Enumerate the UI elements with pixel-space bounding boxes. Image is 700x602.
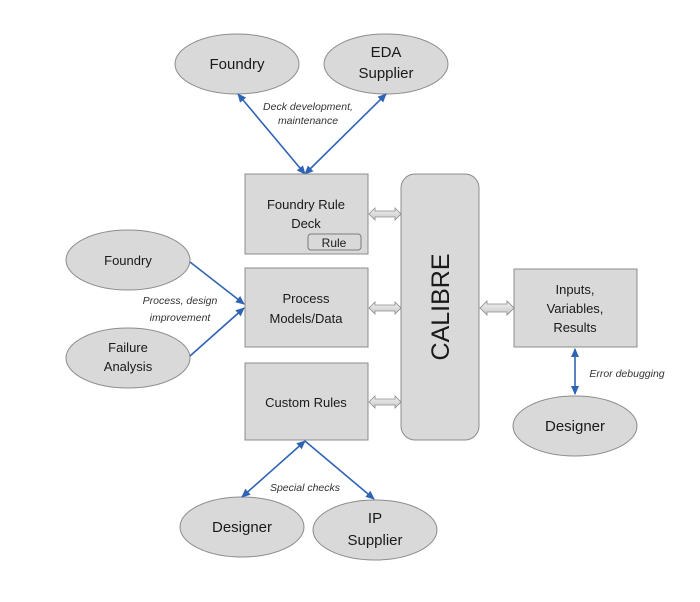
foundry-rule-deck-box: Foundry Rule Deck Rule — [244, 173, 369, 255]
process-design-annotation-line1: Process, design — [143, 295, 218, 307]
ip-supplier-line1: IP — [368, 510, 382, 527]
failure-analysis-line2: Analysis — [104, 359, 153, 374]
deck-development-annotation-line1: Deck development, — [263, 101, 353, 113]
failure-analysis-node: Failure Analysis — [65, 327, 191, 389]
failure-analysis-line1: Failure — [108, 340, 148, 355]
right-designer-node: Designer — [512, 395, 638, 457]
bottom-designer-label: Designer — [212, 519, 272, 536]
gray-connector-process-calibre — [368, 301, 402, 315]
inputs-line3: Results — [553, 320, 597, 335]
process-models-line1: Process — [283, 291, 330, 306]
inputs-line2: Variables, — [547, 301, 604, 316]
left-foundry-label: Foundry — [104, 253, 152, 268]
arrow-failure-to-process — [189, 307, 245, 357]
deck-development-annotation-line2: maintenance — [278, 115, 338, 127]
gray-connector-calibre-inputs — [479, 300, 515, 316]
process-models-line2: Models/Data — [270, 311, 344, 326]
custom-rules-label: Custom Rules — [265, 395, 347, 410]
gray-connector-deck-calibre — [368, 207, 402, 221]
custom-rules-box: Custom Rules — [244, 362, 369, 441]
ip-supplier-line2: Supplier — [347, 532, 402, 549]
calibre-label: CALIBRE — [427, 254, 455, 361]
arrow-eda-to-deck — [304, 93, 387, 175]
inputs-line1: Inputs, — [555, 282, 594, 297]
arrow-foundry-to-process — [189, 261, 245, 305]
top-foundry-node: Foundry — [174, 33, 300, 95]
inputs-variables-results-box: Inputs, Variables, Results — [513, 268, 638, 348]
special-checks-annotation: Special checks — [270, 482, 341, 494]
arrow-designer-custom — [241, 440, 306, 498]
ip-supplier-node: IP Supplier — [312, 499, 438, 561]
left-foundry-node: Foundry — [65, 229, 191, 291]
process-models-box: Process Models/Data — [244, 267, 369, 348]
calibre-box: CALIBRE — [400, 173, 480, 441]
eda-supplier-node: EDA Supplier — [323, 33, 449, 95]
process-design-annotation-line2: improvement — [150, 312, 212, 324]
arrow-custom-ip — [304, 440, 375, 500]
foundry-rule-deck-line2: Deck — [291, 216, 321, 231]
bottom-designer-node: Designer — [179, 496, 305, 558]
foundry-rule-deck-line1: Foundry Rule — [267, 197, 345, 212]
error-debugging-annotation: Error debugging — [589, 368, 664, 380]
eda-supplier-label-line2: Supplier — [358, 65, 413, 82]
rule-tag-label: Rule — [322, 236, 347, 250]
right-designer-label: Designer — [545, 418, 605, 435]
eda-supplier-label-line1: EDA — [371, 44, 402, 61]
gray-connector-custom-calibre — [368, 395, 402, 409]
rule-tag — [307, 233, 362, 251]
arrow-foundry-to-deck — [237, 93, 306, 175]
top-foundry-label: Foundry — [209, 56, 265, 73]
